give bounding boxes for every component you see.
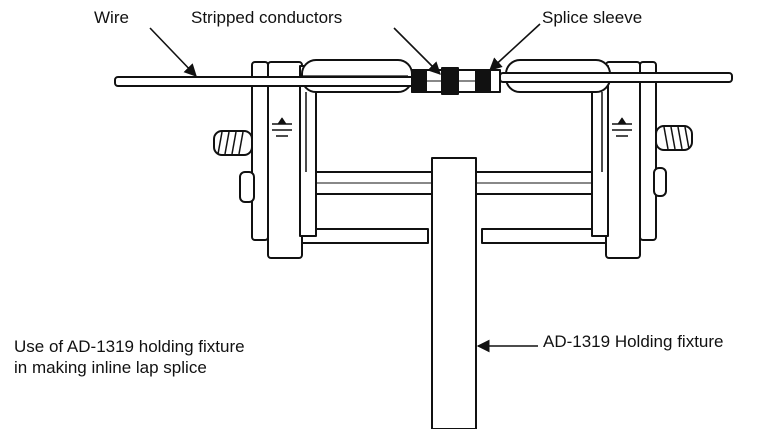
caption-line-2: in making inline lap splice bbox=[14, 358, 207, 377]
splice-sleeve-label: Splice sleeve bbox=[542, 8, 643, 27]
stripped-leader bbox=[393, 27, 441, 75]
fixture-post bbox=[431, 157, 477, 429]
caption-line-1: Use of AD-1319 holding fixture bbox=[14, 337, 245, 356]
splice-sleeve bbox=[411, 67, 501, 95]
wire-leader bbox=[149, 27, 197, 77]
stripped-conductors-label: Stripped conductors bbox=[191, 8, 343, 27]
sleeve-leader bbox=[489, 23, 541, 71]
holding-fixture-label: AD-1319 Holding fixture bbox=[543, 332, 724, 351]
figure-caption: Use of AD-1319 holding fixture in making… bbox=[14, 336, 245, 378]
right-screw bbox=[655, 125, 693, 151]
wire-label: Wire bbox=[94, 8, 129, 27]
wire bbox=[114, 72, 733, 87]
left-screw bbox=[213, 130, 253, 156]
